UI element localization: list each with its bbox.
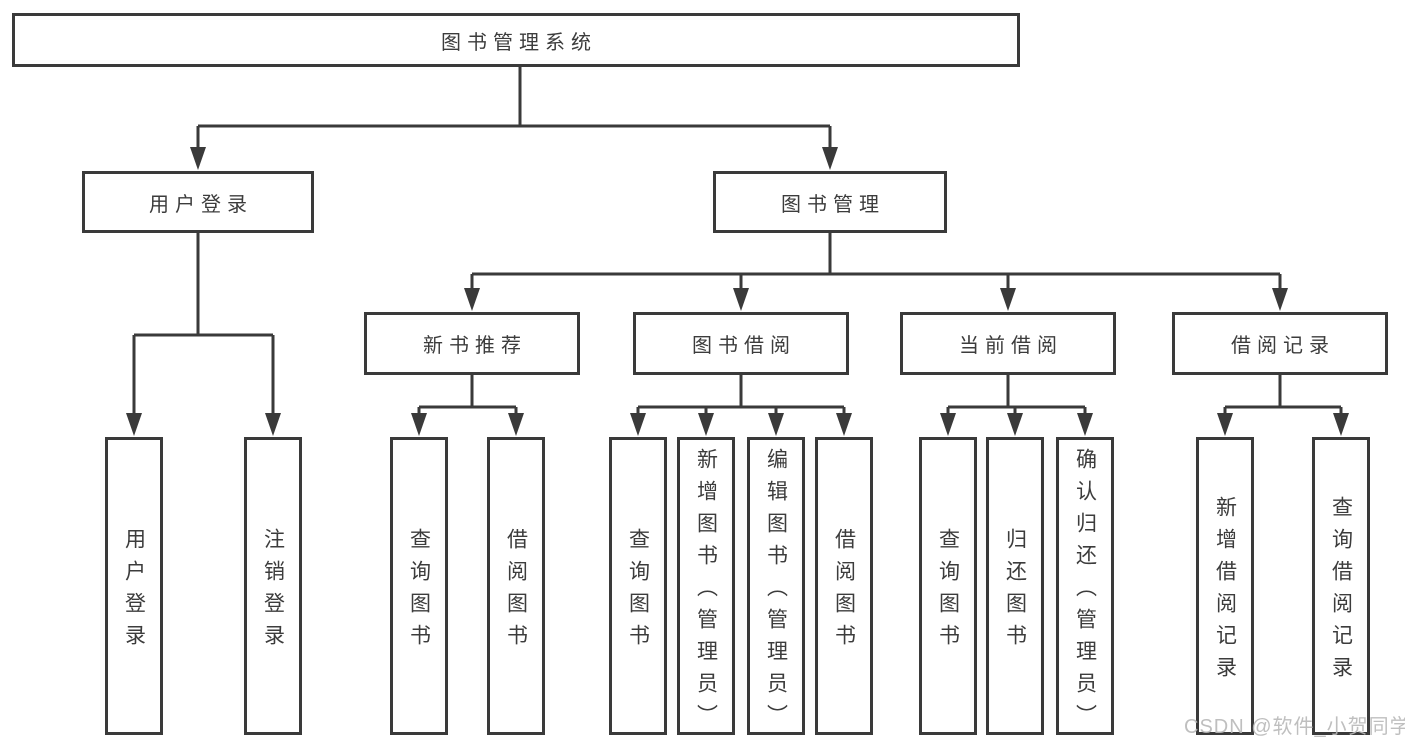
node-book-borrow: 图书借阅 bbox=[633, 312, 849, 375]
leaf-query-book-recommend-label: 查询图书 bbox=[407, 527, 431, 656]
node-new-book-recommend: 新书推荐 bbox=[364, 312, 580, 375]
csdn-watermark: CSDN @软件_小贺同学 bbox=[1184, 716, 1405, 738]
leaf-borrow-book-borrow: 借阅图书 bbox=[815, 437, 873, 735]
leaf-add-book-admin: 新增图书（管理员） bbox=[677, 437, 735, 736]
leaf-borrow-book-recommend-label: 借阅图书 bbox=[504, 527, 528, 656]
leaf-query-book-borrow: 查询图书 bbox=[609, 437, 667, 735]
leaf-edit-book-admin: 编辑图书（管理员） bbox=[747, 437, 805, 736]
leaf-query-book-current-label: 查询图书 bbox=[936, 527, 960, 656]
leaf-query-borrow-record-label: 查询借阅记录 bbox=[1329, 495, 1353, 688]
leaf-edit-book-admin-label: 编辑图书（管理员） bbox=[764, 447, 788, 736]
leaf-borrow-book-recommend: 借阅图书 bbox=[487, 437, 545, 735]
leaf-query-book-borrow-label: 查询图书 bbox=[626, 527, 650, 656]
node-root-system: 图书管理系统 bbox=[12, 13, 1020, 67]
node-borrow-records: 借阅记录 bbox=[1172, 312, 1388, 375]
leaf-return-book: 归还图书 bbox=[986, 437, 1044, 735]
leaf-add-borrow-record: 新增借阅记录 bbox=[1196, 437, 1254, 735]
leaf-confirm-return-admin: 确认归还（管理员） bbox=[1056, 437, 1114, 736]
leaf-user-login-label: 用户登录 bbox=[122, 527, 146, 656]
leaf-borrow-book-borrow-label: 借阅图书 bbox=[832, 527, 856, 656]
leaf-add-book-admin-label: 新增图书（管理员） bbox=[694, 447, 718, 736]
node-user-login: 用户登录 bbox=[82, 171, 314, 233]
leaf-add-borrow-record-label: 新增借阅记录 bbox=[1213, 495, 1237, 688]
leaf-logout: 注销登录 bbox=[244, 437, 302, 735]
leaf-return-book-label: 归还图书 bbox=[1003, 527, 1027, 656]
leaf-logout-label: 注销登录 bbox=[261, 527, 285, 656]
node-book-management: 图书管理 bbox=[713, 171, 947, 233]
leaf-query-borrow-record: 查询借阅记录 bbox=[1312, 437, 1370, 735]
arrowheads bbox=[126, 147, 1349, 436]
node-current-borrow: 当前借阅 bbox=[900, 312, 1116, 375]
leaf-confirm-return-admin-label: 确认归还（管理员） bbox=[1073, 447, 1097, 736]
leaf-query-book-recommend: 查询图书 bbox=[390, 437, 448, 735]
leaf-query-book-current: 查询图书 bbox=[919, 437, 977, 735]
leaf-user-login: 用户登录 bbox=[105, 437, 163, 735]
